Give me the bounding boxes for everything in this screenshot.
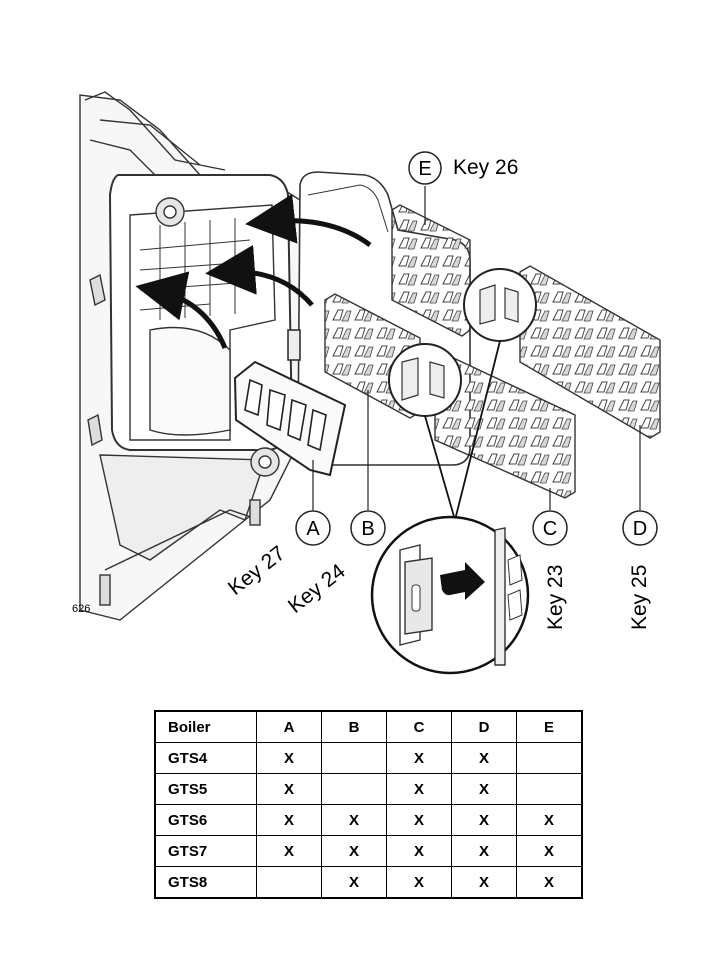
table-cell: X	[386, 866, 452, 899]
table-header-row: Boiler A B C D E	[154, 710, 583, 743]
table-cell: X	[321, 835, 387, 867]
table-cell: X	[451, 835, 517, 867]
header-a: A	[256, 710, 322, 743]
table-cell: X	[321, 866, 387, 899]
table-cell	[321, 773, 387, 805]
header-c: C	[386, 710, 452, 743]
table-cell: X	[451, 866, 517, 899]
baffle-a	[233, 360, 347, 477]
table-row: GTS4 X X X	[154, 742, 583, 774]
key-label-24: Key 24	[284, 559, 350, 618]
table-cell: X	[451, 742, 517, 774]
leader-lines	[312, 186, 641, 510]
table-cell: X	[386, 804, 452, 836]
table-cell	[321, 742, 387, 774]
zoom-lines	[424, 340, 501, 521]
table-cell: X	[256, 835, 322, 867]
table-row: GTS6 X X X X X	[154, 804, 583, 836]
key-label-25: Key 25	[628, 565, 651, 630]
key-label-27: Key 27	[224, 542, 290, 600]
callout-c: C Key 23	[532, 510, 568, 630]
callout-letter-c: C	[543, 518, 557, 540]
table-cell: X	[516, 835, 583, 867]
boiler-model: GTS7	[154, 835, 257, 867]
header-e: E	[516, 710, 583, 743]
boiler-model: GTS6	[154, 804, 257, 836]
table-row: GTS7 X X X X X	[154, 835, 583, 867]
boiler-model: GTS4	[154, 742, 257, 774]
callout-d: D Key 25	[622, 510, 658, 630]
key-label-26: Key 26	[453, 156, 518, 179]
insertion-arrows	[135, 193, 372, 349]
header-boiler: Boiler	[154, 710, 257, 743]
table-cell: X	[256, 773, 322, 805]
table-cell: X	[516, 866, 583, 899]
header-b: B	[321, 710, 387, 743]
table-cell: X	[321, 804, 387, 836]
callout-letter-d: D	[633, 518, 647, 540]
table-row: GTS8 X X X X	[154, 866, 583, 899]
callout-letter-e: E	[418, 158, 431, 180]
table-cell	[516, 773, 583, 805]
key-label-23: Key 23	[544, 565, 567, 630]
header-d: D	[451, 710, 517, 743]
fin-panel-e	[391, 204, 471, 337]
boiler-model: GTS5	[154, 773, 257, 805]
callout-e: E Key 26	[408, 151, 518, 185]
fin-panel-d	[519, 265, 661, 439]
table-row: GTS5 X X X	[154, 773, 583, 805]
table-cell: X	[386, 835, 452, 867]
table-cell: X	[451, 804, 517, 836]
boiler-model: GTS8	[154, 866, 257, 899]
detail-circle-2	[388, 343, 462, 417]
detail-circle-1	[463, 268, 537, 342]
table-cell: X	[386, 742, 452, 774]
boiler-exploded-diagram: E Key 26 A Key 27 B Key 24 C Key 23 D Ke…	[72, 91, 661, 675]
figure-id: 626	[72, 603, 90, 615]
table-cell: X	[386, 773, 452, 805]
table-cell: X	[451, 773, 517, 805]
table-cell: X	[256, 804, 322, 836]
magnified-detail	[370, 515, 530, 675]
boiler-fitment-table: Boiler A B C D E GTS4 X X X GTS5 X X X G…	[154, 710, 583, 899]
boiler-casting	[79, 91, 301, 621]
table-cell: X	[256, 742, 322, 774]
table-cell	[256, 866, 322, 899]
table-cell: X	[516, 804, 583, 836]
callout-letter-b: B	[361, 518, 374, 540]
callout-letter-a: A	[306, 518, 320, 540]
table-cell	[516, 742, 583, 774]
